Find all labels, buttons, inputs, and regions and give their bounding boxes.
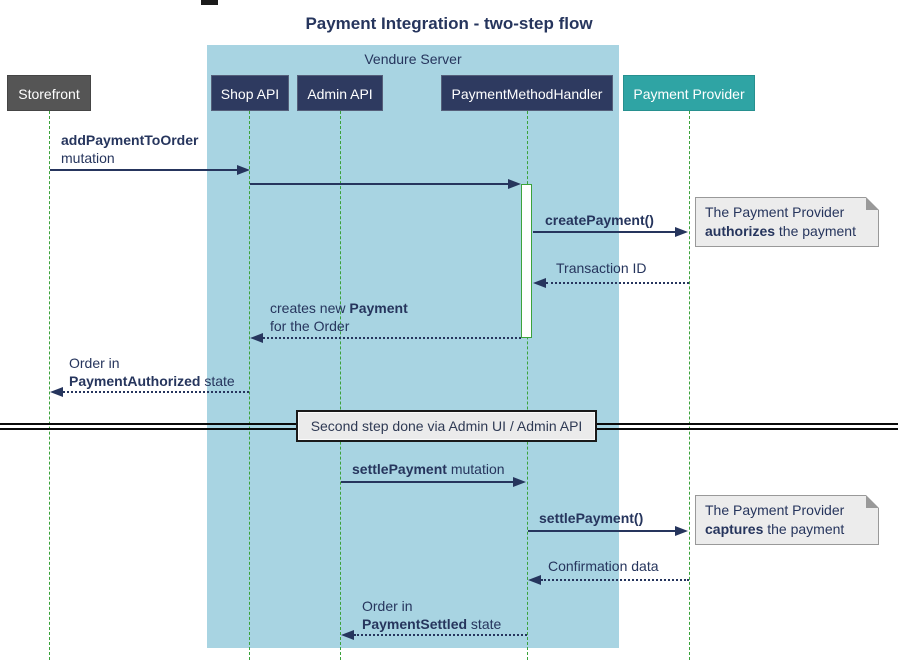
message-label-creates-payment: creates new Payment for the Order — [270, 299, 408, 335]
arrowhead-settle-call — [675, 526, 688, 536]
screen-artifact — [201, 0, 218, 5]
message-arrow-transaction-id — [546, 282, 689, 284]
message-label-settled-rest: state — [467, 616, 502, 632]
participant-admin-api: Admin API — [297, 75, 383, 111]
message-label-creates-payment-line2: for the Order — [270, 318, 350, 334]
vendure-server-frame — [207, 45, 619, 648]
lifeline-payment-provider — [689, 111, 690, 660]
lifeline-admin-api — [340, 111, 341, 660]
arrowhead-authorized — [50, 387, 63, 397]
participant-payment-provider: Payment Provider — [623, 75, 755, 111]
message-label-confirmation: Confirmation data — [548, 558, 659, 574]
arrowhead-confirmation — [528, 575, 541, 585]
participant-shop-api: Shop API — [211, 75, 289, 111]
message-label-create-payment: createPayment() — [545, 211, 654, 229]
message-arrow-settle-call — [528, 530, 676, 532]
message-arrow-create-payment — [533, 231, 676, 233]
message-label-creates-payment-pre: creates new — [270, 300, 350, 316]
message-label-settled-line1: Order in — [362, 598, 413, 614]
message-label-add-payment: addPaymentToOrder mutation — [61, 131, 198, 167]
message-label-authorized-rest: state — [200, 373, 235, 389]
message-label-settle-call-name: settlePayment() — [539, 510, 644, 526]
note-captures-rest: the payment — [763, 521, 845, 537]
arrowhead-transaction-id — [533, 278, 546, 288]
note-authorizes-line1: The Payment Provider — [705, 204, 845, 220]
arrowhead-add-payment — [237, 165, 250, 175]
message-arrow-shop-to-handler — [250, 183, 509, 185]
note-captures-bold: captures — [705, 521, 764, 537]
note-authorizes-bold: authorizes — [705, 223, 776, 239]
message-arrow-add-payment — [50, 169, 238, 171]
message-arrow-settle-mutation — [341, 481, 514, 483]
divider-label: Second step done via Admin UI / Admin AP… — [296, 410, 597, 442]
arrowhead-settle-mutation — [513, 477, 526, 487]
note-captures: The Payment Provider captures the paymen… — [695, 495, 879, 545]
arrowhead-shop-to-handler — [508, 179, 521, 189]
lifeline-shop-api — [249, 111, 250, 660]
message-label-transaction-id: Transaction ID — [556, 260, 647, 276]
lifeline-payment-method-handler — [527, 111, 528, 660]
message-arrow-creates-payment — [263, 337, 521, 339]
participant-storefront: Storefront — [7, 75, 91, 111]
note-authorizes-rest: the payment — [775, 223, 856, 239]
message-label-settled: Order in PaymentSettled state — [362, 597, 501, 633]
message-label-settled-bold: PaymentSettled — [362, 616, 468, 632]
message-arrow-authorized — [63, 391, 249, 393]
lifeline-storefront — [49, 111, 50, 660]
message-arrow-settled — [354, 634, 527, 636]
message-arrow-confirmation — [541, 579, 689, 581]
message-label-settle-mutation: settlePayment mutation — [352, 460, 505, 478]
note-authorizes: The Payment Provider authorizes the paym… — [695, 197, 879, 247]
vendure-server-frame-label: Vendure Server — [364, 51, 462, 67]
message-label-add-payment-line2: mutation — [61, 150, 115, 166]
note-captures-line1: The Payment Provider — [705, 502, 845, 518]
message-label-create-payment-name: createPayment() — [545, 212, 654, 228]
arrowhead-create-payment — [675, 227, 688, 237]
message-label-authorized-bold: PaymentAuthorized — [69, 373, 201, 389]
message-label-authorized-line1: Order in — [69, 355, 120, 371]
diagram-title: Payment Integration - two-step flow — [305, 14, 593, 33]
activation-bar — [521, 184, 532, 338]
participant-payment-method-handler: PaymentMethodHandler — [441, 75, 613, 111]
message-label-creates-payment-bold: Payment — [349, 300, 408, 316]
message-label-settle-mutation-bold: settlePayment — [352, 461, 447, 477]
arrowhead-creates-payment — [250, 333, 263, 343]
message-label-settle-call: settlePayment() — [539, 509, 643, 527]
message-label-add-payment-name: addPaymentToOrder — [61, 132, 199, 148]
message-label-settle-mutation-rest: mutation — [446, 461, 505, 477]
message-label-authorized: Order in PaymentAuthorized state — [69, 354, 235, 390]
arrowhead-settled — [341, 630, 354, 640]
